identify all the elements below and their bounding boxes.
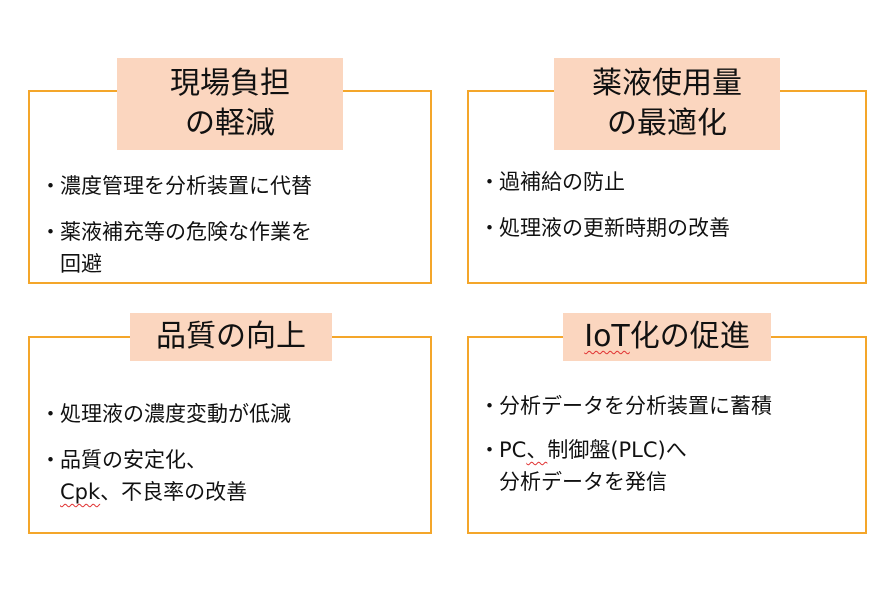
list-item: ・PC、制御盤(PLC)へ 分析データを発信 bbox=[479, 438, 687, 494]
panel-title-reduce-workload: 現場負担 の軽減 bbox=[117, 58, 343, 150]
panel-quality-improvement bbox=[28, 336, 432, 534]
panel-title-iot-promotion: IoT化の促進 bbox=[563, 313, 771, 361]
list-item: ・処理液の濃度変動が低減 bbox=[40, 402, 291, 426]
panel-iot-promotion bbox=[467, 336, 867, 534]
list-item: ・薬液補充等の危険な作業を 回避 bbox=[40, 220, 312, 276]
list-item: ・分析データを分析装置に蓄積 bbox=[479, 394, 772, 418]
list-item: ・過補給の防止 bbox=[479, 170, 625, 194]
panel-title-quality-improvement: 品質の向上 bbox=[130, 313, 332, 361]
list-item: ・処理液の更新時期の改善 bbox=[479, 216, 730, 240]
list-item: ・濃度管理を分析装置に代替 bbox=[40, 174, 312, 198]
panel-title-optimize-chemical-usage: 薬液使用量 の最適化 bbox=[554, 58, 780, 150]
list-item: ・品質の安定化、 Cpk、不良率の改善 bbox=[40, 448, 248, 504]
